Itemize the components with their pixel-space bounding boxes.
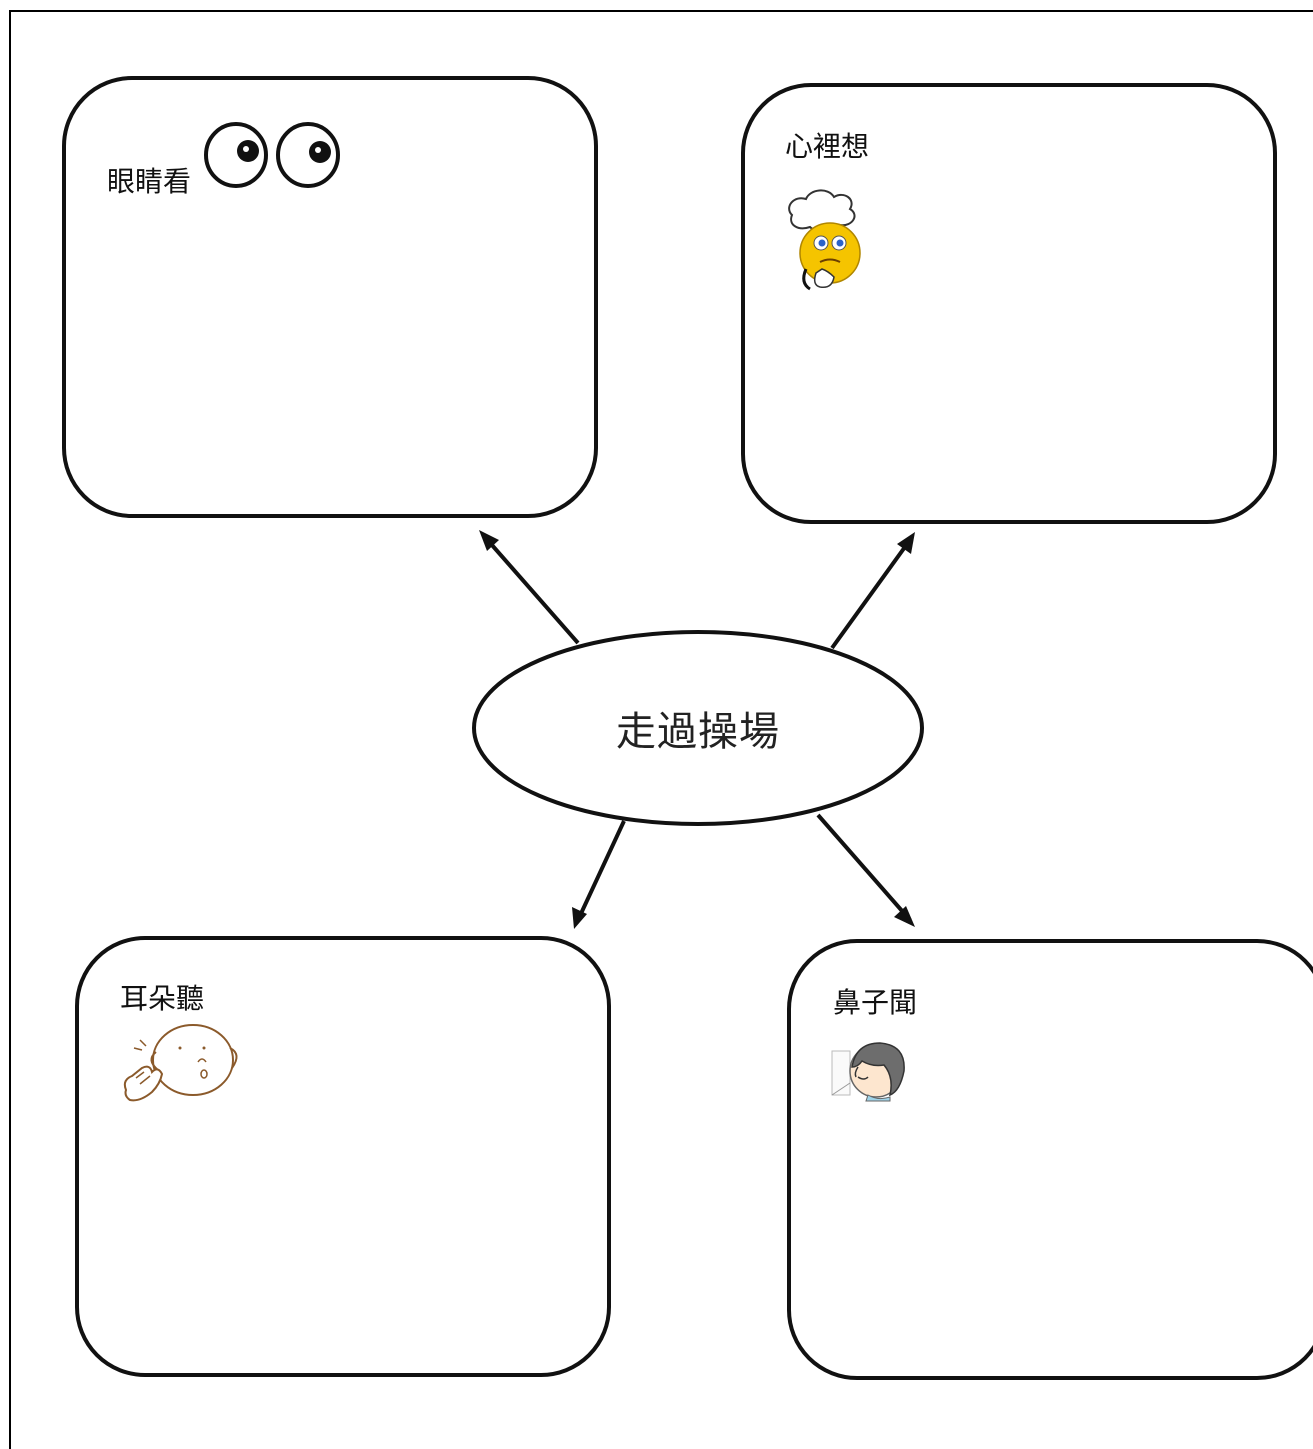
arrow-to-hear [576, 820, 626, 921]
frame-top-line [9, 10, 1313, 12]
arrow-to-think [830, 538, 912, 650]
arrowhead-see [479, 530, 499, 551]
box-hear [75, 936, 611, 1377]
box-smell [787, 939, 1313, 1380]
eyes-icon [204, 122, 340, 188]
box-think-label: 心裡想 [785, 130, 870, 163]
box-smell-label: 鼻子聞 [833, 986, 918, 1019]
arrowhead-smell [894, 906, 915, 927]
thinking-face-icon [788, 189, 861, 291]
box-hear-label: 耳朵聽 [120, 982, 205, 1015]
arrowhead-think [897, 532, 915, 554]
box-think [741, 83, 1277, 524]
center-ellipse [472, 630, 924, 826]
arrow-to-smell [816, 813, 912, 922]
arrow-to-see [482, 534, 580, 645]
frame-left-line [9, 10, 11, 1449]
arrowhead-hear [572, 907, 587, 929]
box-see-label: 眼睛看 [107, 165, 192, 198]
smelling-person-icon [831, 1042, 905, 1102]
center-topic-label: 走過操場 [616, 709, 780, 755]
listening-ear-icon [123, 1024, 238, 1102]
